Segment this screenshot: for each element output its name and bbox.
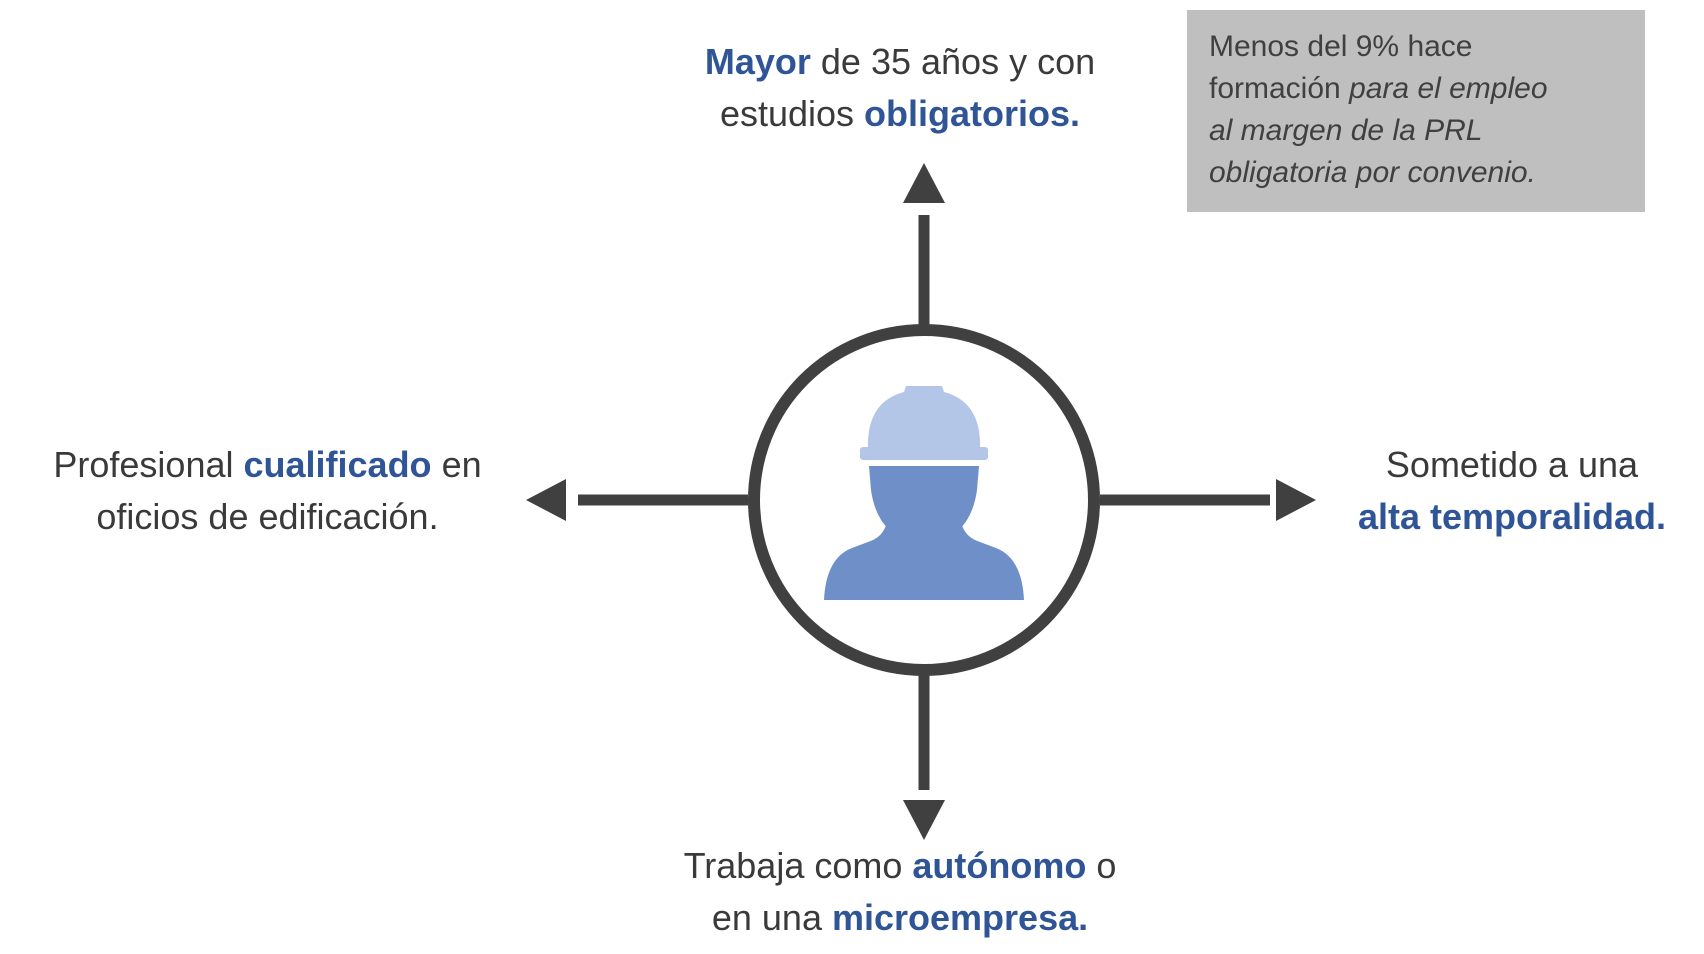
label-top-age-education: Mayor de 35 años y con estudios obligato… [640,36,1160,140]
arrow-right [1100,479,1316,521]
label-bottom-text-1: Trabaja como [683,845,913,886]
label-left-text-1b: en [431,444,482,485]
note-line-2: formación para el empleo [1209,68,1623,110]
arrow-left [526,479,748,521]
label-top-highlight-2: obligatorios. [864,93,1081,134]
label-right-text-1: Sometido a una [1385,444,1639,485]
label-left-text-2: oficios de edificación. [96,496,439,537]
training-note-box: Menos del 9% hace formación para el empl… [1187,10,1645,212]
label-bottom-text-2: en una [711,897,832,938]
label-top-text-2: estudios [719,93,865,134]
label-bottom-highlight-1: autónomo [912,845,1087,886]
label-right-temporality: Sometido a una alta temporalidad. [1320,439,1704,543]
label-bottom-highlight-2: microempresa. [831,897,1089,938]
label-top-text-1: de 35 años y con [810,41,1096,82]
note-line-2-text: formación [1209,72,1350,105]
label-left-qualification: Profesional cualificado en oficios de ed… [0,439,535,543]
label-bottom-text-1b: o [1086,845,1117,886]
arrow-up [903,163,945,330]
label-left-highlight-1: cualificado [243,444,432,485]
note-line-1: Menos del 9% hace [1209,30,1473,63]
label-right-highlight-1: alta temporalidad. [1357,496,1667,537]
note-line-4: obligatoria por convenio. [1209,156,1536,189]
note-line-3: al margen de la PRL [1209,114,1483,147]
construction-worker-icon [824,386,1024,600]
label-top-highlight-1: Mayor [704,41,811,82]
note-line-2-italic: para el empleo [1349,72,1548,105]
arrow-down [903,675,945,840]
label-bottom-employment-type: Trabaja como autónomo o en una microempr… [640,840,1160,944]
label-left-text-1: Profesional [53,444,244,485]
